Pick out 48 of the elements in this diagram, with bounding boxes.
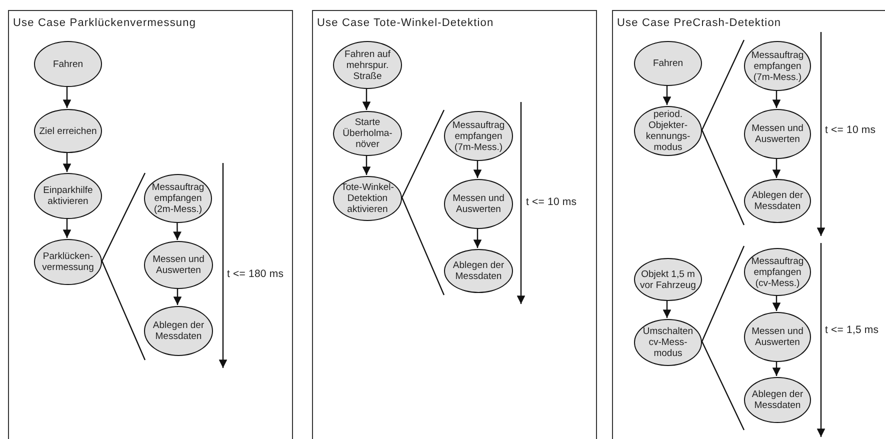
time-limit-label: t <= 180 ms [227,268,284,280]
arrow [362,88,371,110]
step-ellipse: Messen und Auswerten [144,241,213,289]
arrow [662,300,672,318]
step-ellipse: Fahren auf mehrspur. Straße [333,41,402,89]
step-ellipse: Tote-Winkel- Detektion aktivieren [333,176,402,221]
use-case-panel [8,10,293,439]
arrow [473,228,482,248]
step-ellipse: Ziel erreichen [34,109,102,153]
step-ellipse: Einparkhilfe aktivieren [34,173,102,219]
step-ellipse: Messauftrag empfangen (7m-Mess.) [744,41,811,91]
step-ellipse: Ablegen der Messdaten [744,377,811,423]
panel-title: Use Case PreCrash-Detektion [617,17,782,29]
arrow [772,90,781,108]
arrow [362,155,371,175]
arrow [662,85,672,105]
step-ellipse: Fahren [634,41,702,86]
step-ellipse: period. Objekter- kennungs- modus [634,106,702,156]
arrow [772,295,781,311]
arrow [173,222,182,240]
arrow [772,361,781,376]
step-ellipse: Objekt 1,5 m vor Fahrzeug [634,258,702,301]
step-ellipse: Ablegen der Messdaten [744,179,811,223]
step-ellipse: Messauftrag empfangen (cv-Mess.) [744,248,811,296]
use-case-panel [312,10,597,439]
step-ellipse: Ablegen der Messdaten [444,249,513,293]
step-ellipse: Messauftrag empfangen (7m-Mess.) [444,111,513,161]
step-ellipse: Fahren [34,41,102,87]
arrow [772,158,781,178]
time-limit-label: t <= 10 ms [825,124,876,136]
step-ellipse: Messauftrag empfangen (2m-Mess.) [144,174,212,223]
arrow [173,288,182,305]
panel-title: Use Case Parklückenvermessung [13,17,196,29]
arrow [62,218,72,238]
time-limit-label: t <= 10 ms [526,196,577,208]
panel-title: Use Case Tote-Winkel-Detektion [317,17,494,29]
step-ellipse: Messen und Auswerten [744,312,811,362]
time-limit-label: t <= 1,5 ms [825,324,879,336]
step-ellipse: Messen und Auswerten [744,109,811,159]
step-ellipse: Umschalten cv-Mess- modus [634,319,702,366]
step-ellipse: Starte Überholma- növer [333,111,402,156]
step-ellipse: Parklücken- vermessung [34,239,102,285]
step-ellipse: Messen und Auswerten [444,179,513,229]
use-case-panel [612,10,885,439]
arrow [473,160,482,178]
arrow [62,86,72,108]
arrow [62,152,72,172]
step-ellipse: Ablegen der Messdaten [144,306,213,356]
